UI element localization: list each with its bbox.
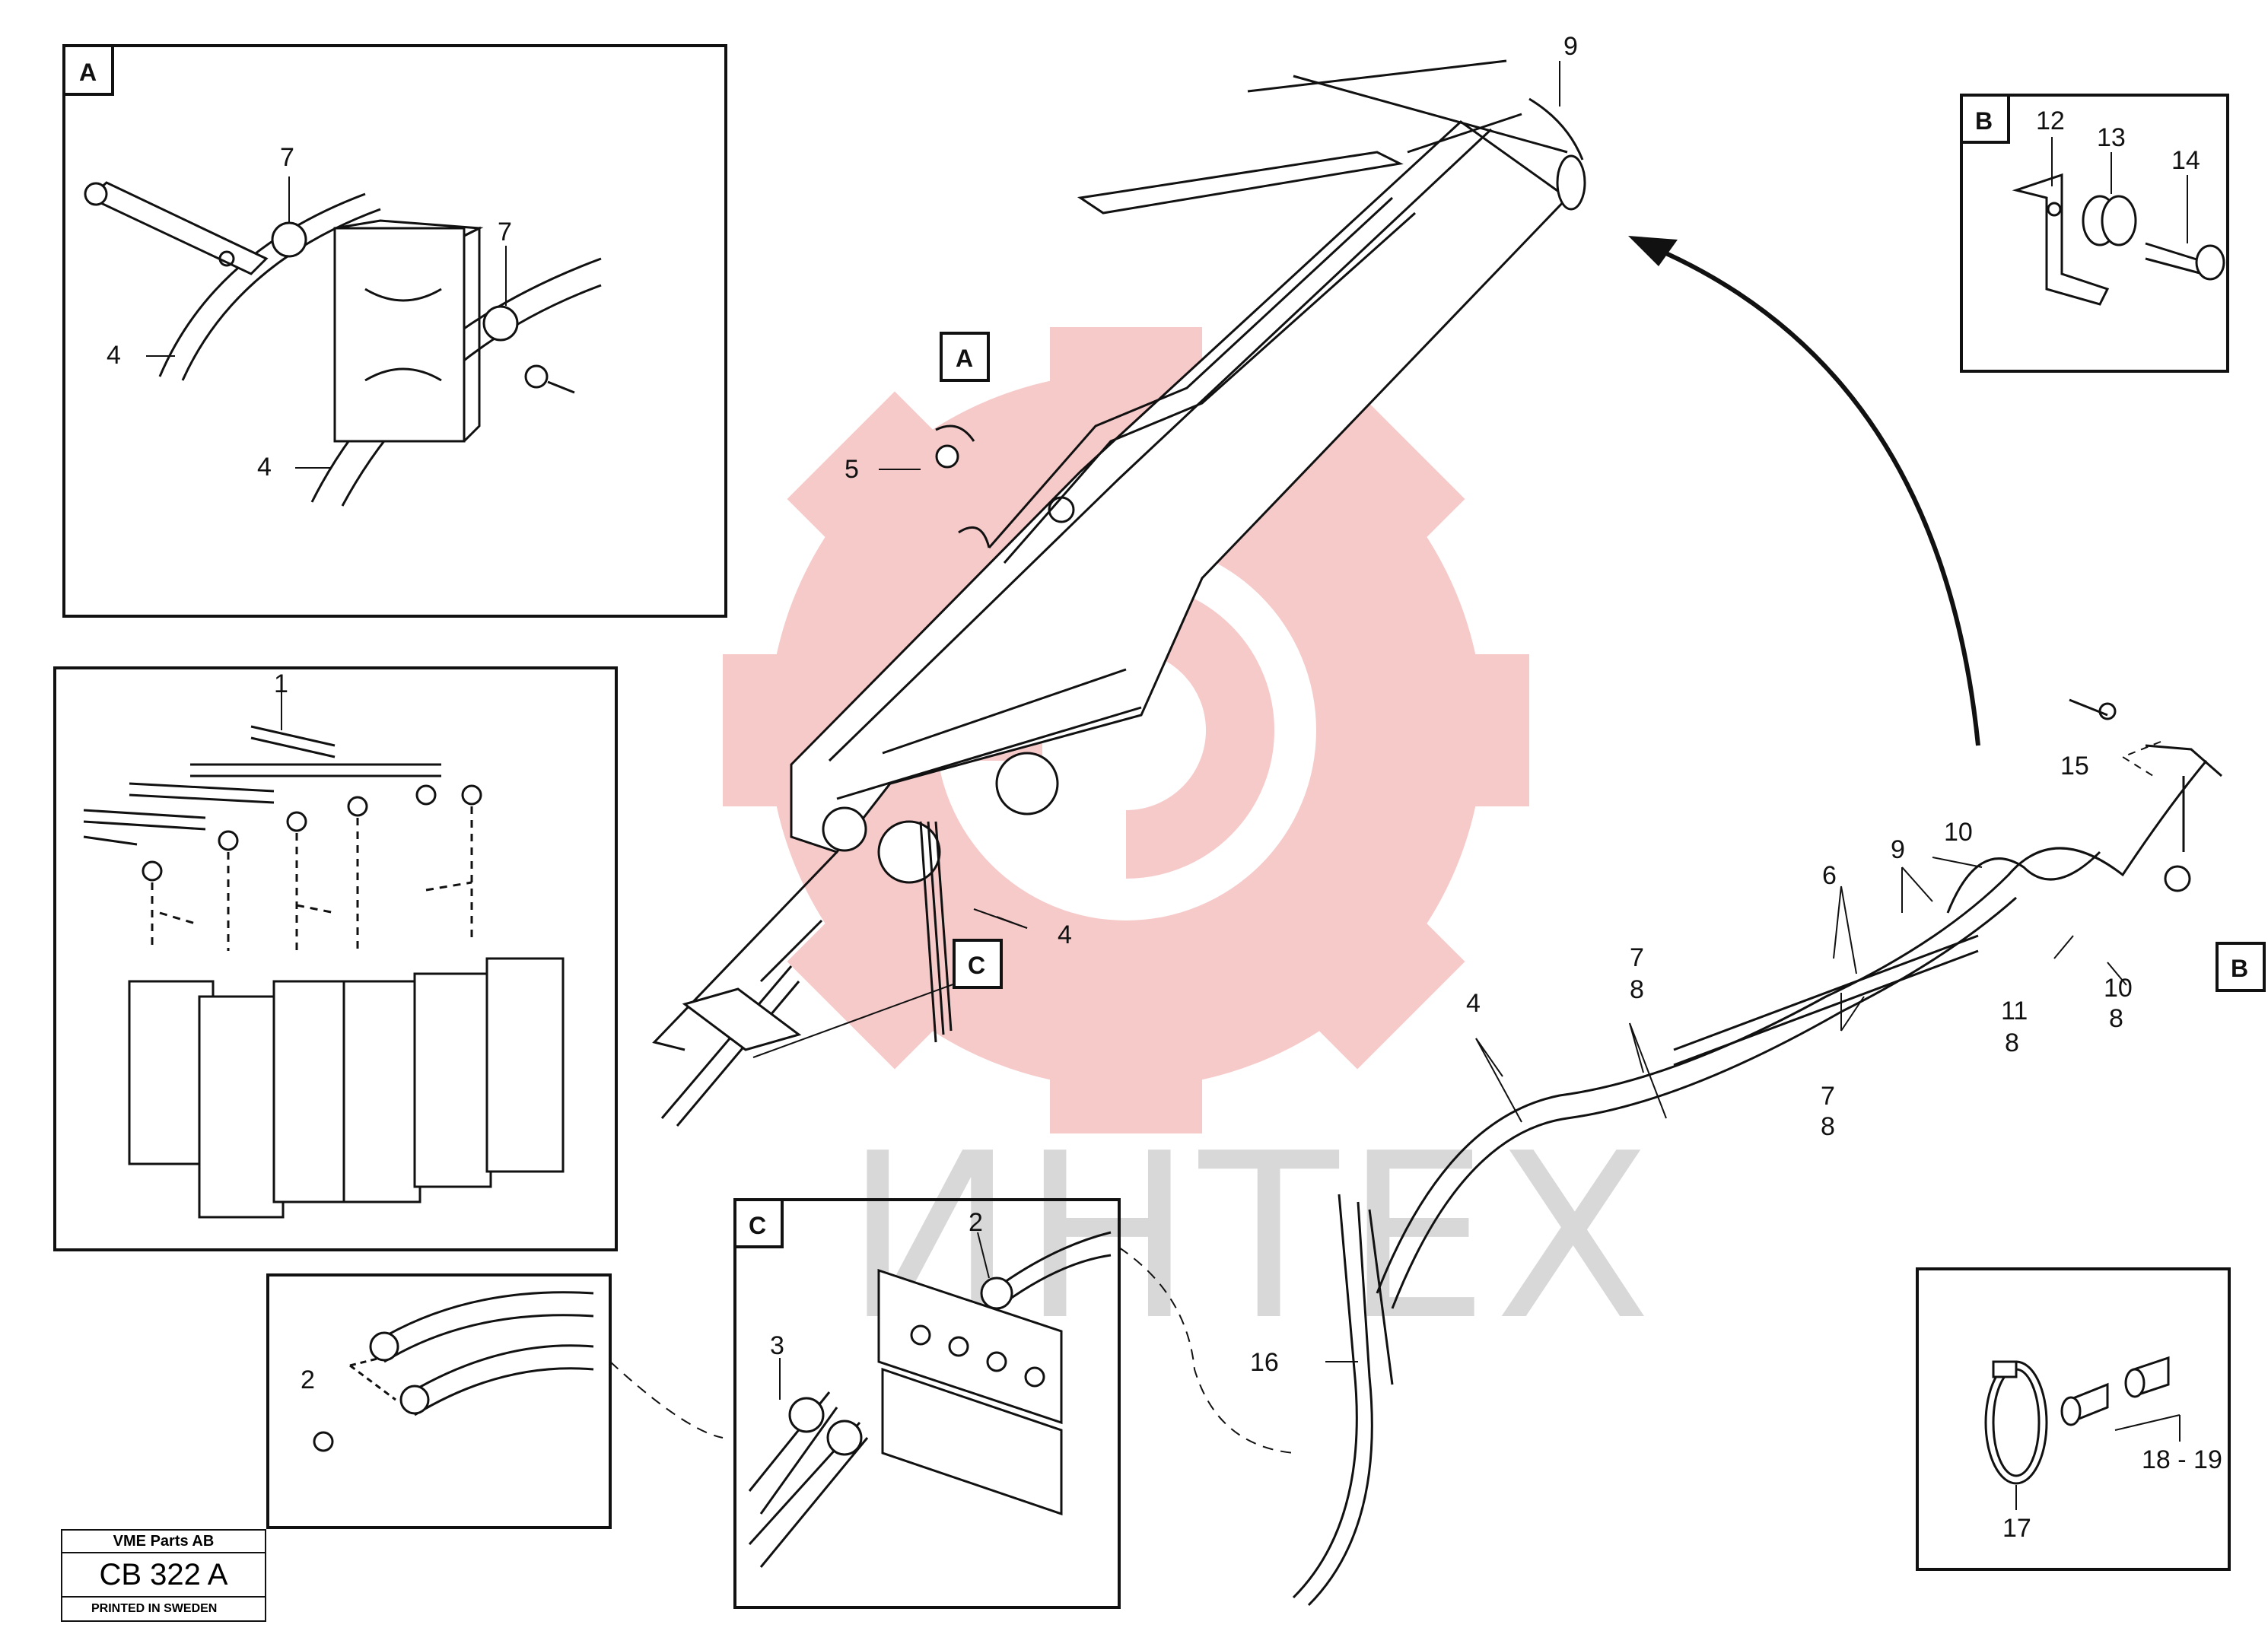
hose-routing-right <box>1292 698 2222 1607</box>
label-valve-1: 1 <box>274 669 288 698</box>
dashed-link-1 <box>609 1361 724 1439</box>
label-11: 11 <box>2001 997 2028 1025</box>
label-8-3: 8 <box>2005 1029 2019 1057</box>
leader-lines <box>752 61 2127 1362</box>
label-8-1: 8 <box>1630 975 1644 1004</box>
callout-c: C <box>953 939 1003 989</box>
label-fitting-2: 2 <box>301 1366 315 1394</box>
callout-a: A <box>940 332 990 382</box>
callout-b: B <box>2216 942 2266 992</box>
label-c-3: 3 <box>770 1331 784 1360</box>
panel-b-tag: B <box>1975 107 1993 135</box>
clamp-panel: 17 18 - 19 <box>1916 1267 2231 1571</box>
label-10-2: 10 <box>2104 974 2133 1003</box>
valve-block-panel: 1 <box>53 666 618 1251</box>
label-5: 5 <box>845 455 859 484</box>
svg-text:B: B <box>2231 955 2248 982</box>
detail-panel-a: A 7 7 4 4 <box>62 44 727 618</box>
label-18-19: 18 - 19 <box>2142 1445 2222 1474</box>
label-15: 15 <box>2060 752 2089 781</box>
direction-arrow <box>1642 241 1980 746</box>
title-stamp: VME Parts AB CB 322 A PRINTED IN SWEDEN <box>61 1529 266 1622</box>
label-9-top: 9 <box>1563 32 1578 61</box>
svg-text:C: C <box>968 952 985 979</box>
label-a-4-1: 4 <box>107 341 121 370</box>
label-b-13: 13 <box>2097 123 2126 152</box>
label-c-2: 2 <box>969 1208 983 1237</box>
detail-panel-b: B 12 13 14 <box>1960 94 2229 373</box>
label-b-14: 14 <box>2171 146 2200 175</box>
label-7-1: 7 <box>1630 943 1644 972</box>
label-b-12: 12 <box>2036 107 2065 135</box>
stamp-code: CB 322 A <box>62 1553 265 1598</box>
label-9-right: 9 <box>1891 835 1905 864</box>
label-a-7-2: 7 <box>498 218 512 246</box>
boom-assembly <box>652 59 1586 1127</box>
dashed-link-2 <box>1118 1247 1294 1454</box>
label-a-4-2: 4 <box>257 453 272 482</box>
stamp-company: VME Parts AB <box>62 1531 265 1553</box>
label-8-2: 8 <box>1821 1112 1835 1141</box>
label-a-7-1: 7 <box>280 143 294 172</box>
fitting-panel: 2 <box>266 1273 612 1529</box>
label-7-2: 7 <box>1821 1082 1835 1111</box>
panel-c-tag: C <box>749 1212 766 1239</box>
arrow-head-icon <box>1628 236 1678 266</box>
stamp-printed: PRINTED IN SWEDEN <box>91 1602 218 1615</box>
label-6: 6 <box>1822 861 1837 890</box>
label-10-1: 10 <box>1944 818 1973 847</box>
detail-panel-c: C 2 3 <box>733 1198 1121 1609</box>
label-4-mid: 4 <box>1058 920 1072 949</box>
label-8-4: 8 <box>2109 1004 2123 1033</box>
label-17: 17 <box>2002 1514 2031 1543</box>
panel-a-tag: A <box>79 59 97 86</box>
label-4-right: 4 <box>1466 989 1481 1018</box>
svg-text:A: A <box>956 345 973 372</box>
label-16: 16 <box>1250 1348 1279 1377</box>
